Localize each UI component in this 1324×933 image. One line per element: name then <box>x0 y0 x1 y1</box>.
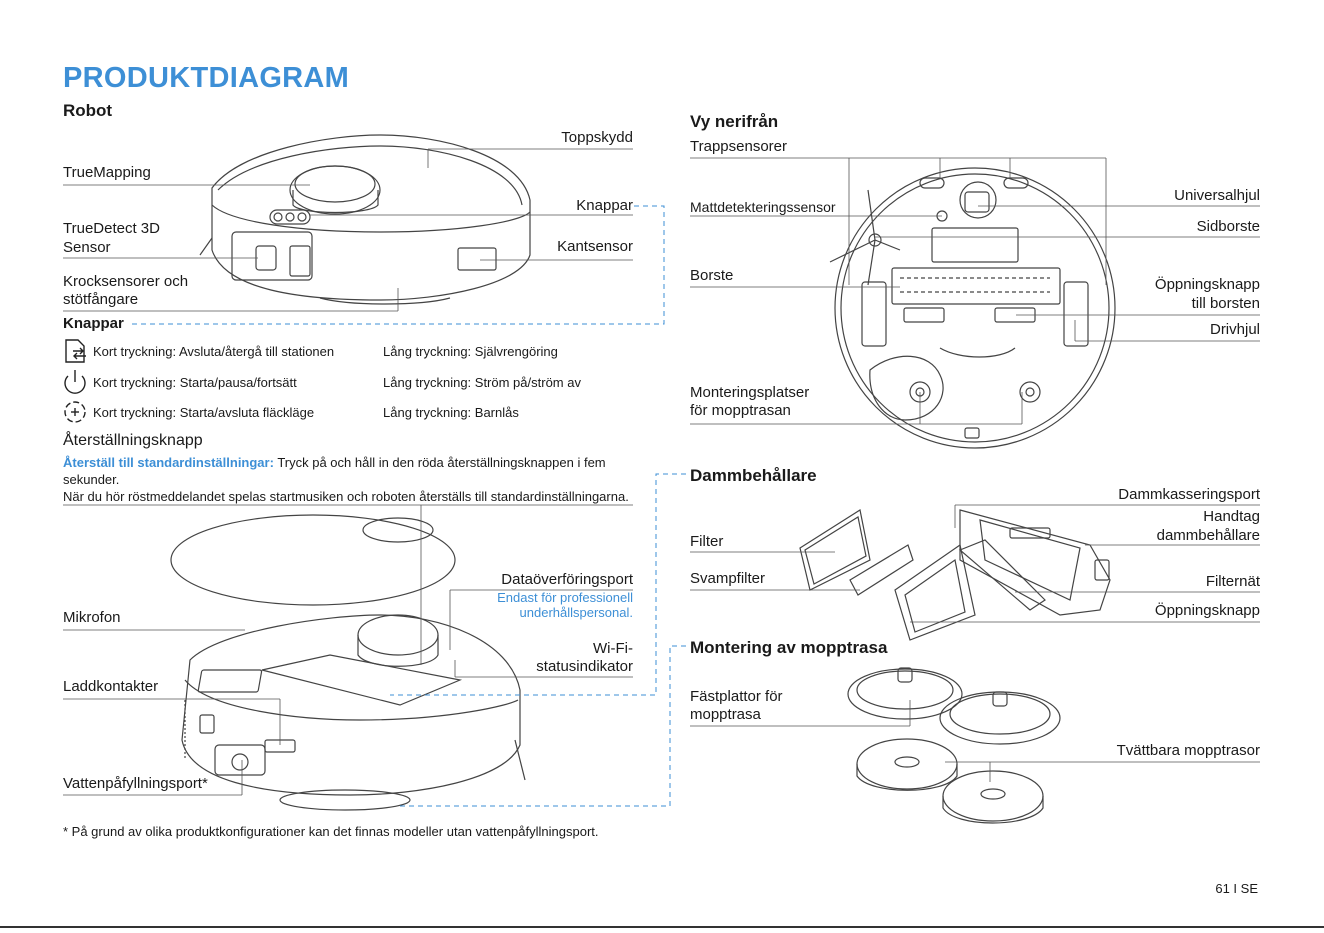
section-connectors <box>128 205 686 807</box>
power-icon <box>64 370 86 394</box>
label-oppningsknapp-borste-1: Öppningsknapp <box>1154 276 1260 293</box>
label-oppningsknapp-borste-2: till borsten <box>1191 295 1260 312</box>
label-borste: Borste <box>690 267 734 284</box>
label-kantsensor: Kantsensor <box>557 238 633 255</box>
label-wifi-1: Wi-Fi- <box>593 640 633 657</box>
label-truedetect-2: Sensor <box>63 239 111 256</box>
label-tvattbara: Tvättbara mopptrasor <box>1116 742 1260 759</box>
label-oppningsknapp-dustbin: Öppningsknapp <box>1154 602 1260 619</box>
reset-line2: sekunder. <box>63 472 120 487</box>
label-laddkontakter: Laddkontakter <box>63 678 159 695</box>
label-mattsensor: Mattdetekteringssensor <box>690 199 836 215</box>
label-wifi-2: statusindikator <box>536 658 633 675</box>
leader-lines <box>63 148 1260 796</box>
label-fastplattor-1: Fästplattor för <box>690 688 783 705</box>
dustbin-heading: Dammbehållare <box>690 466 817 485</box>
label-filter: Filter <box>690 533 724 550</box>
label-handtag-1: Handtag <box>1203 508 1260 525</box>
label-vattenport: Vattenpåfyllningsport* <box>63 775 208 792</box>
label-filternat: Filternät <box>1205 573 1260 590</box>
reset-bold-lead: Återställ till standardinställningar: <box>63 455 274 470</box>
label-fastplattor-2: mopptrasa <box>690 706 761 723</box>
reset-text: Återställ till standardinställningar: Tr… <box>63 454 638 505</box>
label-handtag-2: dammbehållare <box>1156 527 1260 544</box>
button-row-2-long: Lång tryckning: Ström på/ström av <box>383 375 581 390</box>
robot-top-illustration <box>199 134 531 305</box>
footnote: * På grund av olika produktkonfiguration… <box>63 824 599 839</box>
buttons-heading: Knappar <box>63 315 124 332</box>
label-truemapping: TrueMapping <box>63 164 151 181</box>
label-sidborste: Sidborste <box>1196 218 1260 235</box>
label-krock-2: stötfångare <box>63 291 139 308</box>
label-svampfilter: Svampfilter <box>690 570 766 587</box>
label-krock-1: Krocksensorer och <box>63 273 189 290</box>
page-title: PRODUKTDIAGRAM <box>63 62 350 94</box>
label-dataport-note1: Endast för professionell <box>497 590 633 605</box>
bottom-rule <box>0 926 1324 928</box>
mop-heading: Montering av mopptrasa <box>690 638 888 657</box>
spot-clean-icon <box>64 401 86 423</box>
label-drivhjul: Drivhjul <box>1209 321 1260 338</box>
label-dataport: Dataöverföringsport <box>501 571 633 588</box>
label-trappsensorer: Trappsensorer <box>690 138 787 155</box>
label-knappar: Knappar <box>576 197 633 214</box>
robot-bottom-illustration <box>829 167 1116 449</box>
button-row-1-long: Lång tryckning: Självrengöring <box>383 344 558 359</box>
reset-line3: När du hör röstmeddelandet spelas startm… <box>63 489 629 504</box>
label-universalhjul: Universalhjul <box>1174 187 1260 204</box>
label-mikrofon: Mikrofon <box>63 609 121 626</box>
label-dammkassering: Dammkasseringsport <box>1118 486 1260 503</box>
robot-open-illustration <box>170 514 526 811</box>
label-truedetect-1: TrueDetect 3D <box>63 220 160 237</box>
button-row-1-short: Kort tryckning: Avsluta/återgå till stat… <box>93 344 335 359</box>
button-row-3-long: Lång tryckning: Barnlås <box>383 405 519 420</box>
label-dataport-note2: underhållspersonal. <box>519 605 633 620</box>
button-row-3-short: Kort tryckning: Starta/avsluta fläckläge <box>93 405 315 420</box>
label-mopp-1: Monteringsplatser <box>690 384 810 401</box>
home-return-icon <box>65 339 86 363</box>
robot-heading: Robot <box>63 101 113 120</box>
bottom-view-heading: Vy nerifrån <box>690 112 779 131</box>
label-toppskydd: Toppskydd <box>561 129 633 146</box>
label-mopp-2: för mopptrasan <box>690 402 791 419</box>
reset-heading: Återställningsknapp <box>63 432 203 449</box>
mop-illustration <box>847 667 1061 824</box>
button-row-2-short: Kort tryckning: Starta/pausa/fortsätt <box>93 375 297 390</box>
dustbin-illustration <box>799 509 1111 641</box>
reset-line1: Tryck på och håll in den röda återställn… <box>273 455 606 470</box>
page-number: 61 I SE <box>1215 881 1258 896</box>
